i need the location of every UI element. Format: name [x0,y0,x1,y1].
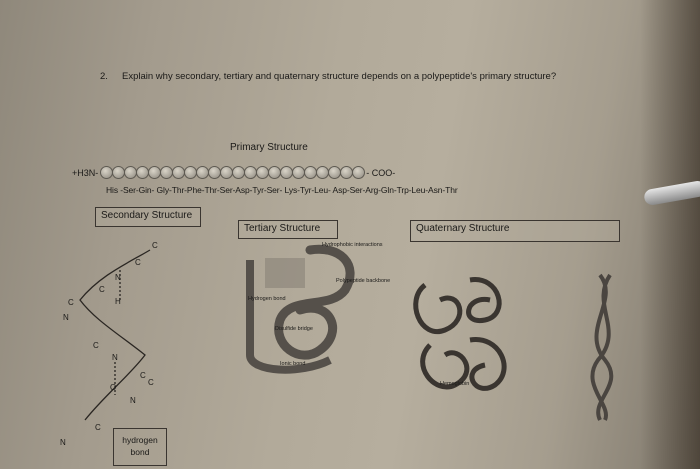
polypeptide-backbone-shape [274,244,355,360]
atom-h: H [115,297,121,306]
primary-structure-title: Primary Structure [230,142,308,153]
amino-acid-bead [352,166,366,179]
quaternary-structure-title: Quaternary Structure [410,220,620,242]
hydrogen-bond-label: Hydrogen bond [248,296,286,302]
hydrogen-bond-box: hydrogen bond [113,428,167,466]
question-number: 2. [100,71,108,82]
tertiary-labels: Hydrophobic interactions Polypeptide bac… [248,242,390,367]
backbone-lower-loop [246,260,332,374]
question-text: Explain why secondary, tertiary and quat… [122,71,557,82]
tertiary-structure-title: Tertiary Structure [238,220,338,239]
atom-c: C [140,371,146,380]
atom-c: C [68,298,74,307]
hemoglobin-label: Hemoglobin [440,381,469,387]
hydrophobic-region [265,258,305,288]
atom-c: C [93,341,99,350]
atom-c: C [99,285,105,294]
atom-c: C [135,258,141,267]
atom-c: C [152,241,158,250]
ionic-label: Ionic bond [280,361,305,367]
page-edge-shadow [640,0,700,469]
tertiary-structure-diagram [246,244,355,374]
helix-atom-labels: C C N C H C N C N C O N C C N [60,241,158,447]
atom-c: C [95,423,101,432]
c-terminus-label: - COO- [366,167,396,178]
secondary-structure-title: Secondary Structure [95,207,201,227]
disulfide-label: Disulfide bridge [275,326,313,332]
atom-o: O [110,383,116,392]
backbone-label: Polypeptide backbone [336,278,390,284]
n-terminus-label: +H3N- [72,167,99,178]
amino-acid-sequence: His -Ser-Gin- Gly-Thr-Phe-Thr-Ser-Asp-Ty… [106,185,458,195]
atom-n: N [130,396,136,405]
alpha-helix-diagram [79,249,151,421]
atom-c: C [148,378,154,387]
atom-n: N [63,313,69,322]
amino-acid-beads [100,166,366,179]
atom-n: N [115,273,121,282]
atom-n: N [60,438,66,447]
atom-n: N [112,353,118,362]
hemoglobin-diagram [413,277,507,391]
hydrophobic-label: Hydrophobic interactions [322,242,383,248]
collagen-helix-diagram [590,273,614,421]
primary-chain: +H3N- - COO- [72,166,395,179]
